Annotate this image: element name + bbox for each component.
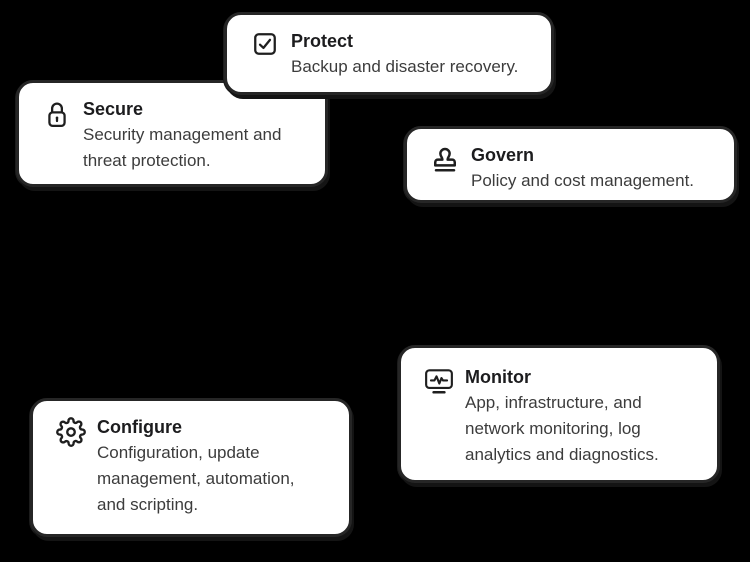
- card-secure-title: Secure: [83, 99, 144, 119]
- card-govern-description: Policy and cost management.: [471, 171, 695, 190]
- card-configure-description: Configuration, update management, automa…: [97, 443, 295, 514]
- card-secure-text: Secure Security management and threat pr…: [83, 96, 281, 174]
- card-govern-title: Govern: [471, 145, 535, 165]
- card-protect: Protect Backup and disaster recovery.: [224, 12, 554, 95]
- card-monitor-description: App, infrastructure, and network monitor…: [465, 393, 659, 464]
- monitor-pulse-icon: [424, 367, 454, 395]
- gear-icon: [56, 417, 86, 447]
- card-configure-text: Configure Configuration, update manageme…: [97, 414, 295, 518]
- card-monitor-title: Monitor: [465, 367, 531, 387]
- card-secure-description: Security management and threat protectio…: [83, 125, 282, 170]
- card-govern-text: Govern Policy and cost management.: [471, 142, 694, 194]
- checkbox-checked-icon: [250, 31, 280, 57]
- card-monitor: Monitor App, infrastructure, and network…: [398, 345, 720, 483]
- card-secure: Secure Security management and threat pr…: [16, 80, 328, 187]
- card-configure-title: Configure: [97, 417, 182, 437]
- card-protect-description: Backup and disaster recovery.: [291, 57, 519, 76]
- card-monitor-text: Monitor App, infrastructure, and network…: [465, 364, 659, 468]
- card-protect-text: Protect Backup and disaster recovery.: [291, 28, 518, 80]
- stamp-icon: [430, 145, 460, 179]
- card-configure: Configure Configuration, update manageme…: [30, 398, 352, 537]
- card-protect-title: Protect: [291, 31, 354, 51]
- lock-icon: [42, 99, 72, 130]
- card-govern: Govern Policy and cost management.: [404, 126, 737, 203]
